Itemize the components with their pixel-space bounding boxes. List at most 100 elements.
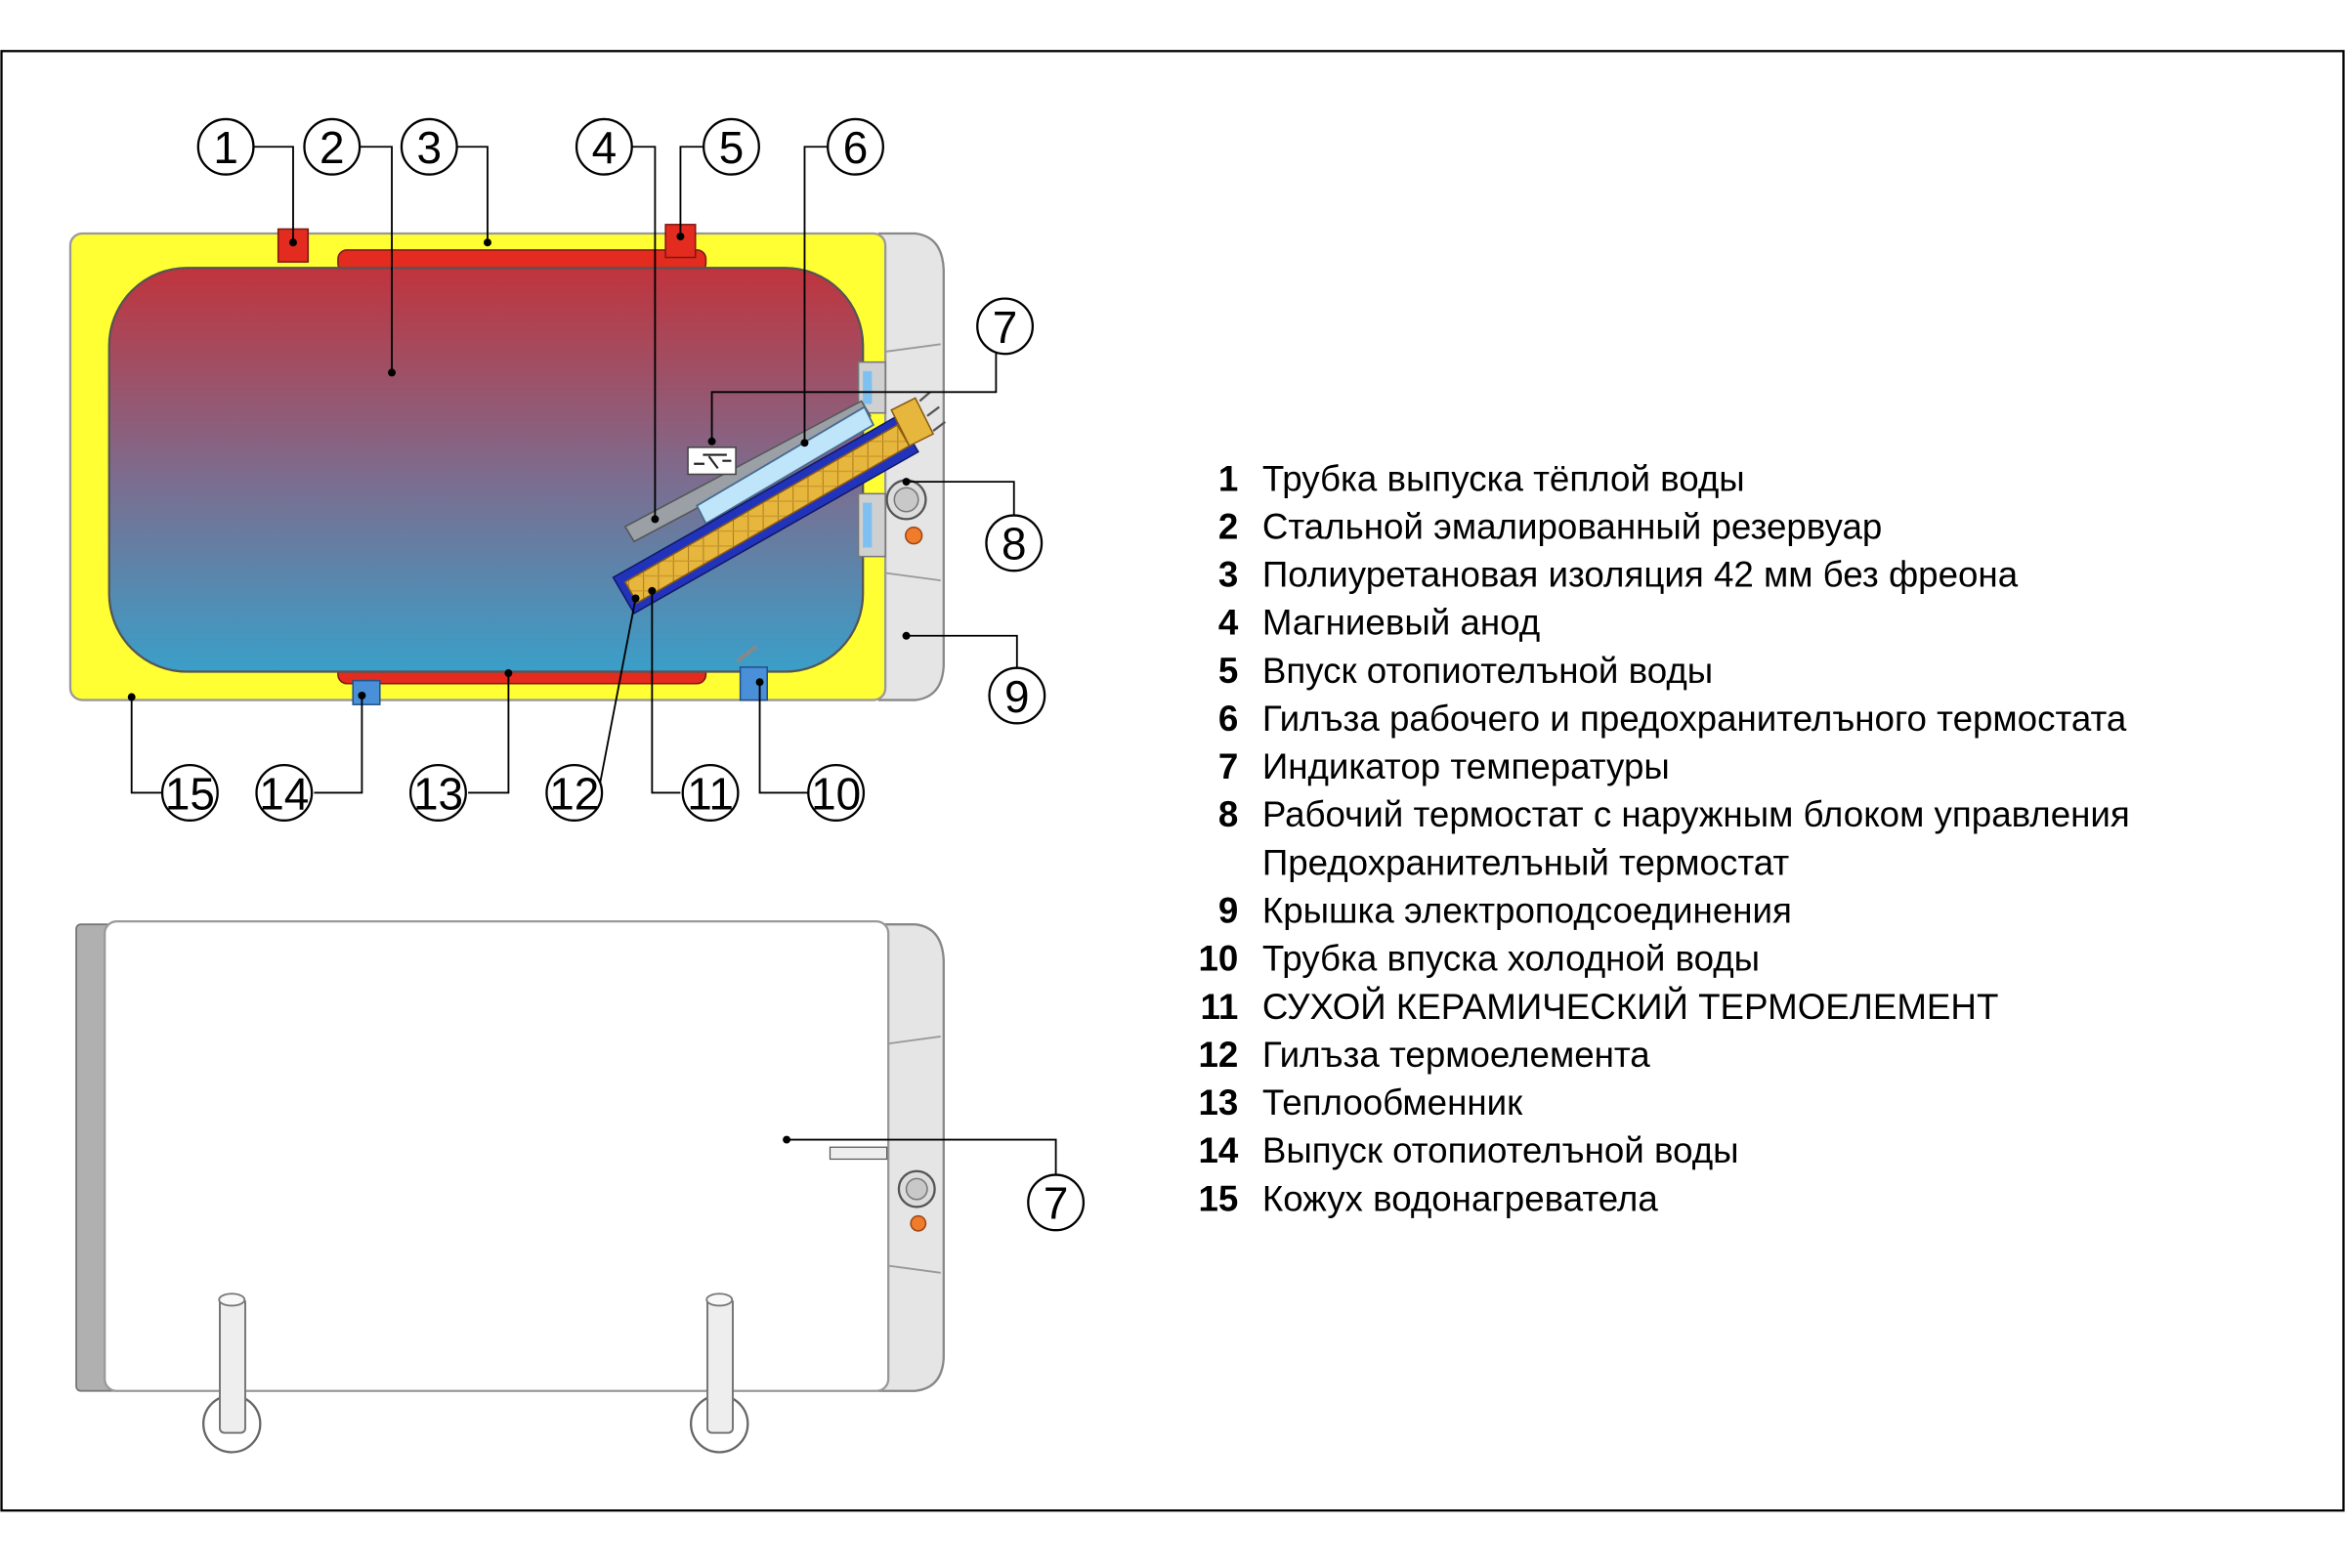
svg-text:1: 1 [213, 122, 238, 173]
cross-section-view [68, 224, 947, 705]
legend-label: Гилъза термоелемента [1262, 1035, 1650, 1075]
front-view [75, 919, 945, 1454]
legend-item: 5 Впуск отопиотелъной воды [1218, 651, 1713, 691]
svg-text:8: 8 [1002, 519, 1027, 570]
legend-label: Гилъза рабочего и предохранителъного тер… [1262, 699, 2127, 739]
legend-label: Индикатор температуры [1262, 746, 1670, 786]
front-view-control-housing [877, 923, 945, 1392]
legend-number: 3 [1218, 555, 1238, 595]
legend-label: Предохранителъный термостат [1262, 842, 1790, 882]
legend-label: Трубка выпуска тёплой воды [1262, 458, 1745, 498]
svg-text:7: 7 [1044, 1178, 1069, 1229]
legend-label: Стальной эмалированный резервуар [1262, 506, 1882, 546]
legend-number: 13 [1199, 1082, 1239, 1123]
element-pins [918, 391, 947, 432]
legend-label: Рабочий термостат с наружным блоком упра… [1262, 794, 2130, 834]
svg-text:5: 5 [719, 122, 745, 173]
svg-text:9: 9 [1004, 671, 1030, 722]
legend-label: Выпуск отопиотелъной воды [1262, 1130, 1739, 1170]
legend-number: 7 [1218, 746, 1238, 786]
svg-text:12: 12 [549, 768, 599, 819]
front-view-thermostat-knob-inner [905, 1177, 928, 1201]
legend-number: 10 [1199, 939, 1239, 979]
callout-14: 14 [255, 764, 314, 822]
svg-text:11: 11 [687, 768, 734, 819]
legend-item: 7 Индикатор температуры [1218, 746, 1670, 786]
legend-label: Магниевый анод [1262, 603, 1540, 643]
svg-text:10: 10 [811, 768, 861, 819]
legend-item: 11 СУХОЙ КЕРАМИЧЕСКИЙ ТЕРМОЕЛЕМЕНТ [1201, 986, 1999, 1027]
front-view-brand-label [829, 1146, 888, 1161]
heating-water-outlet-pipe [352, 679, 381, 705]
legend-number: 12 [1199, 1035, 1239, 1075]
legend-number: 5 [1218, 651, 1238, 691]
callout-4: 4 [575, 117, 633, 176]
callout-11: 11 [681, 764, 740, 822]
legend-item: 14 Выпуск отопиотелъной воды [1199, 1130, 1739, 1170]
callout-7: 7 [976, 297, 1035, 356]
front-view-pipe-right [689, 1293, 749, 1454]
legend-item: 3 Полиуретановая изоляция 42 мм без фреон… [1218, 555, 2019, 595]
svg-text:4: 4 [592, 122, 618, 173]
callouts: 1 2 3 4 5 6 7 8 9 10 11 12 13 14 15 7 [160, 117, 1086, 1232]
legend-item: 2 Стальной эмалированный резервуар [1218, 506, 1882, 546]
callout-8: 8 [985, 514, 1044, 572]
svg-text:14: 14 [259, 768, 309, 819]
legend-number: 14 [1199, 1130, 1239, 1170]
legend-number: 8 [1218, 794, 1238, 834]
sheath-flange-blue-2 [863, 502, 873, 548]
legend-item: 15 Кожух водонагреватела [1199, 1178, 1659, 1218]
callout-6: 6 [827, 117, 884, 176]
legend-number: 2 [1218, 506, 1238, 546]
legend-item: 8 Рабочий термостат с наружным блоком упр… [1218, 794, 2130, 834]
front-view-indicator-lamp [910, 1214, 927, 1232]
legend-label: СУХОЙ КЕРАМИЧЕСКИЙ ТЕРМОЕЛЕМЕНТ [1262, 986, 1999, 1027]
legend-item: 13 Теплообменник [1199, 1082, 1524, 1123]
legend-label: Кожух водонагреватела [1262, 1178, 1659, 1218]
callout-12: 12 [545, 764, 604, 822]
sheath-flange-blue [863, 370, 873, 404]
callout-15: 15 [160, 764, 219, 822]
callout-7-front-view: 7 [1027, 1173, 1086, 1232]
legend-item: 6 Гилъза рабочего и предохранителъного те… [1218, 699, 2127, 739]
cold-water-inlet-pipe [739, 666, 768, 701]
legend-item: 12 Гилъза термоелемента [1199, 1035, 1651, 1075]
legend-number: 9 [1218, 890, 1238, 930]
svg-text:2: 2 [320, 122, 345, 173]
callout-2: 2 [303, 117, 362, 176]
control-housing-seams [884, 343, 941, 582]
callout-1: 1 [196, 117, 255, 176]
svg-text:15: 15 [165, 768, 215, 819]
svg-text:13: 13 [413, 768, 463, 819]
callout-5: 5 [703, 117, 760, 176]
legend-label: Крышка электроподсоединения [1262, 890, 1792, 930]
front-view-casing [103, 919, 890, 1392]
front-view-pipe-left [202, 1293, 262, 1454]
callout-9: 9 [988, 666, 1046, 725]
legend-label: Полиуретановая изоляция 42 мм без фреона [1262, 555, 2019, 595]
temperature-indicator-symbol [694, 453, 732, 469]
svg-text:3: 3 [417, 122, 443, 173]
legend-number: 1 [1218, 458, 1238, 498]
legend-number: 4 [1218, 603, 1239, 643]
cold-water-inlet-tip [736, 644, 758, 663]
legend-number: 6 [1218, 699, 1238, 739]
legend-number: 11 [1201, 987, 1239, 1027]
element-terminal [890, 397, 935, 447]
svg-text:7: 7 [993, 302, 1018, 353]
legend-label: Впуск отопиотелъной воды [1262, 651, 1713, 691]
callout-3: 3 [400, 117, 458, 176]
legend-item: Предохранителъный термостат [1262, 842, 1790, 882]
magnesium-anode [623, 400, 872, 543]
legend-item: 4 Магниевый анод [1218, 603, 1540, 643]
indicator-lamp [905, 527, 923, 545]
callout-10: 10 [807, 764, 866, 822]
legend-number: 15 [1199, 1178, 1239, 1218]
front-view-housing-seams [884, 1036, 941, 1274]
svg-text:6: 6 [843, 122, 869, 173]
legend-item: 9 Крышка электроподсоединения [1218, 890, 1792, 930]
legend-label: Теплообменник [1262, 1082, 1523, 1123]
